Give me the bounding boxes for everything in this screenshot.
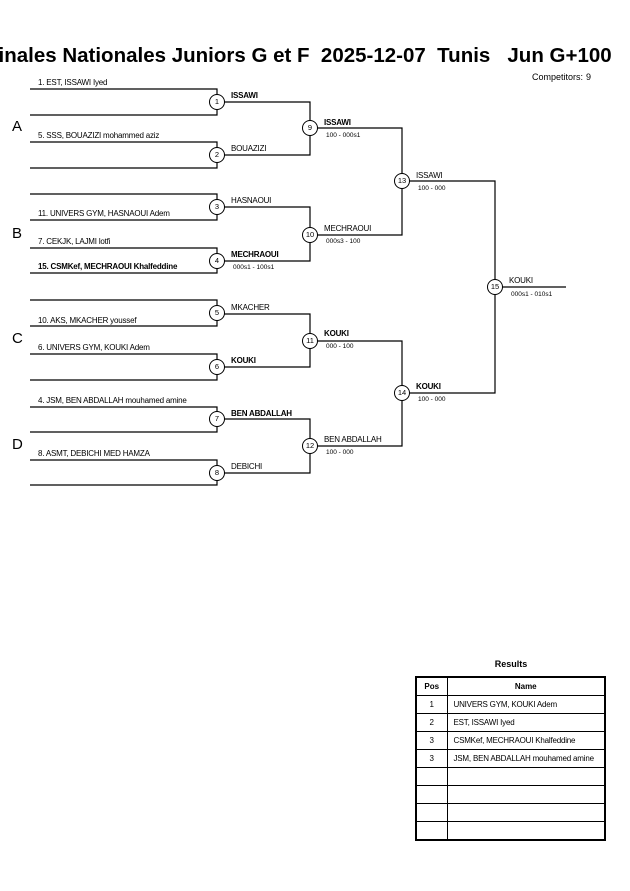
results-header-name: Name — [446, 676, 606, 696]
match-10-score: 000s3 - 100 — [326, 238, 361, 245]
match-number-1: 1 — [209, 94, 225, 110]
table-row — [415, 803, 606, 822]
table-row — [415, 785, 606, 804]
group-label-d: D — [12, 436, 23, 453]
result-name — [446, 785, 606, 804]
result-name: UNIVERS GYM, KOUKI Adem — [446, 695, 606, 714]
competitors-value: 9 — [586, 72, 592, 82]
result-name: EST, ISSAWI Iyed — [446, 713, 606, 732]
match-13-name: ISSAWI — [416, 171, 443, 180]
match-4-name: MECHRAOUI — [231, 250, 279, 259]
result-pos — [415, 803, 448, 822]
result-pos: 1 — [415, 695, 448, 714]
result-name — [446, 803, 606, 822]
result-pos: 2 — [415, 713, 448, 732]
match-7-name: BEN ABDALLAH — [231, 409, 292, 418]
table-row — [415, 821, 606, 841]
results-header-row: Pos Name — [415, 676, 606, 696]
match-9-score: 100 - 000s1 — [326, 132, 361, 139]
results-title: Results — [494, 659, 528, 669]
match-2-name: BOUAZIZI — [231, 144, 267, 153]
group-label-c: C — [12, 330, 23, 347]
results-header-pos: Pos — [415, 676, 448, 696]
bracket-line — [30, 353, 218, 381]
match-number-14: 14 — [394, 385, 410, 401]
bracket-line — [310, 127, 403, 236]
result-pos: 3 — [415, 731, 448, 750]
match-number-10: 10 — [302, 227, 318, 243]
bracket-line — [402, 180, 496, 394]
match-number-11: 11 — [302, 333, 318, 349]
entrant-0: 1. EST, ISSAWI Iyed — [38, 78, 108, 87]
result-name — [446, 821, 606, 841]
page-title: Finales Nationales Juniors G et F 2025-1… — [0, 44, 630, 74]
match-number-13: 13 — [394, 173, 410, 189]
entrant-8: 8. ASMT, DEBICHI MED HAMZA — [38, 449, 150, 458]
bracket-line — [30, 88, 218, 116]
match-12-score: 100 - 000 — [326, 449, 354, 456]
group-label-b: B — [12, 225, 23, 242]
match-12-name: BEN ABDALLAH — [324, 435, 382, 444]
match-number-7: 7 — [209, 411, 225, 427]
bracket-line — [30, 141, 218, 169]
entrant-3: 7. CEKJK, LAJMI lotfi — [38, 237, 111, 246]
entrant-4: 15. CSMKef, MECHRAOUI Khalfeddine — [38, 262, 178, 271]
result-name — [446, 767, 606, 786]
match-number-8: 8 — [209, 465, 225, 481]
match-number-3: 3 — [209, 199, 225, 215]
match-number-4: 4 — [209, 253, 225, 269]
match-number-6: 6 — [209, 359, 225, 375]
table-row — [415, 767, 606, 786]
result-pos — [415, 821, 448, 841]
bracket-line — [310, 340, 403, 447]
match-number-9: 9 — [302, 120, 318, 136]
competitors-count: Competitors:9 — [532, 72, 591, 82]
match-8-name: DEBICHI — [231, 462, 263, 471]
match-number-5: 5 — [209, 305, 225, 321]
match-9-name: ISSAWI — [324, 118, 351, 127]
group-label-a: A — [12, 118, 23, 135]
match-number-15: 15 — [487, 279, 503, 295]
entrant-6: 6. UNIVERS GYM, KOUKI Adem — [38, 343, 150, 352]
competitors-label: Competitors: — [532, 72, 584, 82]
match-number-2: 2 — [209, 147, 225, 163]
match-6-name: KOUKI — [231, 356, 256, 365]
entrant-7: 4. JSM, BEN ABDALLAH mouhamed amine — [38, 396, 187, 405]
entrant-5: 10. AKS, MKACHER youssef — [38, 316, 137, 325]
page-title-text: Finales Nationales Juniors G et F 2025-1… — [0, 44, 612, 67]
bracket-line — [30, 406, 218, 433]
result-pos — [415, 767, 448, 786]
match-14-name: KOUKI — [416, 382, 441, 391]
bracket-line — [30, 459, 218, 486]
entrant-1: 5. SSS, BOUAZIZI mohammed aziz — [38, 131, 160, 140]
result-name: JSM, BEN ABDALLAH mouhamed amine — [446, 749, 606, 768]
match-number-12: 12 — [302, 438, 318, 454]
match-13-score: 100 - 000 — [418, 185, 446, 192]
entrant-2: 11. UNIVERS GYM, HASNAOUI Adem — [38, 209, 170, 218]
match-10-name: MECHRAOUI — [324, 224, 372, 233]
match-4-score: 000s1 - 100s1 — [233, 264, 275, 271]
match-5-name: MKACHER — [231, 303, 270, 312]
match-14-score: 100 - 000 — [418, 396, 446, 403]
match-15-score: 000s1 - 010s1 — [511, 291, 553, 298]
result-pos — [415, 785, 448, 804]
match-11-score: 000 - 100 — [326, 343, 354, 350]
result-name: CSMKef, MECHRAOUI Khalfeddine — [446, 731, 606, 750]
match-11-name: KOUKI — [324, 329, 349, 338]
result-pos: 3 — [415, 749, 448, 768]
match-15-name: KOUKI — [509, 276, 533, 285]
match-1-name: ISSAWI — [231, 91, 258, 100]
match-3-name: HASNAOUI — [231, 196, 272, 205]
